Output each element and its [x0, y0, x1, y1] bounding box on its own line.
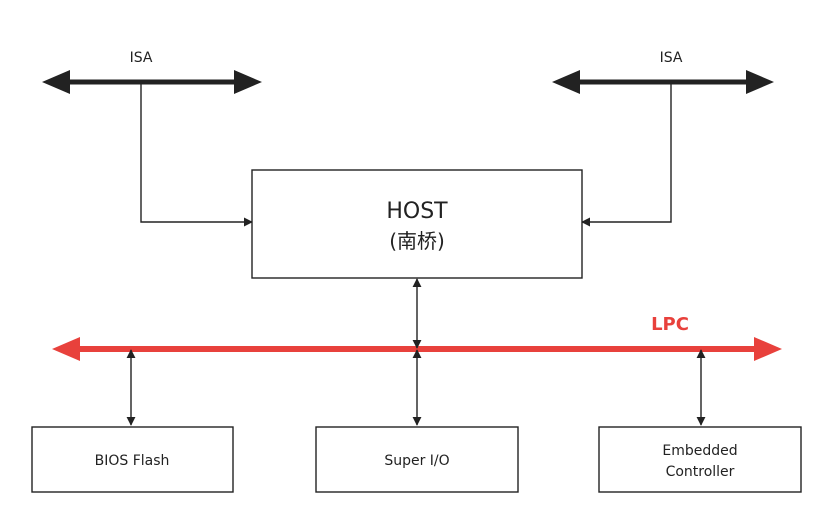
isa-right-arrowhead-left	[552, 70, 580, 94]
isa-left-to-host-connector	[140, 82, 253, 227]
host-title: HOST	[386, 199, 448, 224]
isa-bus-left	[42, 70, 262, 94]
lpc-arrowhead-right	[754, 337, 782, 361]
host-box: HOST (南桥)	[251, 169, 583, 279]
isa-left-label: ISA	[130, 50, 153, 66]
isa-right-arrowhead-right	[746, 70, 774, 94]
embedded-controller-label-line2: Controller	[666, 464, 735, 480]
isa-right-label: ISA	[660, 50, 683, 66]
bios-flash-box: BIOS Flash	[31, 426, 234, 493]
isa-right-to-host-connector	[581, 82, 672, 227]
isa-left-arrowhead-right	[234, 70, 262, 94]
lpc-bus	[52, 337, 782, 361]
lpc-arrowhead-left	[52, 337, 80, 361]
embedded-controller-box: Embedded Controller	[598, 426, 802, 493]
lpc-label: LPC	[651, 314, 689, 335]
super-io-label: Super I/O	[384, 453, 449, 469]
embedded-controller-label-line1: Embedded	[662, 443, 737, 459]
super-io-box: Super I/O	[315, 426, 519, 493]
host-subtitle: (南桥)	[389, 229, 445, 253]
isa-bus-right	[552, 70, 774, 94]
bios-flash-label: BIOS Flash	[95, 453, 170, 469]
isa-left-arrowhead-left	[42, 70, 70, 94]
